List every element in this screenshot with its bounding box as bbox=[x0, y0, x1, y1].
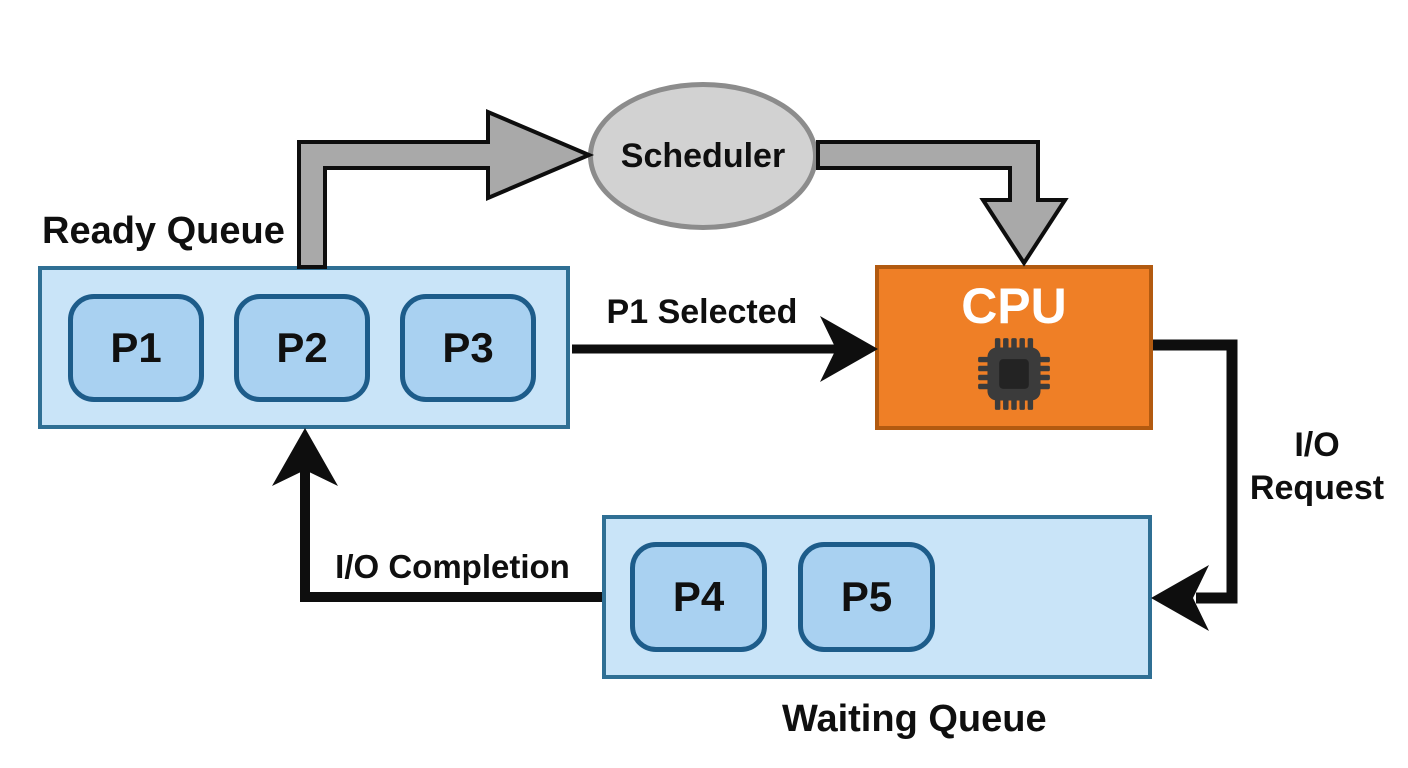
process-chip-p4: P4 bbox=[630, 542, 767, 652]
scheduler-to-cpu-arrow bbox=[816, 140, 1069, 267]
cpu-box: CPU bbox=[875, 265, 1153, 430]
process-chip-p3: P3 bbox=[400, 293, 536, 402]
p1-selected-arrow-head bbox=[820, 316, 878, 382]
process-chip-p1: P1 bbox=[68, 293, 204, 402]
process-chip-p2-label: P2 bbox=[276, 323, 328, 371]
waiting-queue-label: Waiting Queue bbox=[782, 698, 1047, 740]
io-request-line1: I/O bbox=[1294, 426, 1340, 464]
process-chip-p1-label: P1 bbox=[110, 323, 162, 371]
io-completion-edge-label: I/O Completion bbox=[335, 548, 570, 585]
io-request-edge-label: I/O Request bbox=[1237, 424, 1397, 510]
ready-queue-box: P1 P2 P3 bbox=[38, 266, 570, 429]
ready-queue-label: Ready Queue bbox=[42, 210, 285, 252]
scheduler-ellipse: Scheduler bbox=[588, 82, 818, 230]
io-request-arrow-line bbox=[1153, 339, 1238, 604]
waiting-queue-box: P4 P5 bbox=[602, 515, 1152, 679]
process-chip-p4-label: P4 bbox=[672, 573, 725, 620]
scheduler-label: Scheduler bbox=[620, 136, 786, 175]
process-chip-p5-label: P5 bbox=[840, 573, 893, 620]
cpu-label: CPU bbox=[961, 278, 1067, 334]
process-chip-p2: P2 bbox=[234, 293, 370, 402]
p1-selected-edge-label: P1 Selected bbox=[606, 293, 798, 331]
process-chip-p3-label: P3 bbox=[442, 323, 494, 371]
process-chip-p5: P5 bbox=[798, 542, 935, 652]
io-request-line2: Request bbox=[1249, 469, 1385, 507]
io-request-arrow-head bbox=[1151, 565, 1209, 631]
io-completion-arrow-head bbox=[272, 428, 338, 486]
chip-icon bbox=[978, 338, 1050, 410]
ready-to-scheduler-arrow bbox=[297, 108, 595, 269]
